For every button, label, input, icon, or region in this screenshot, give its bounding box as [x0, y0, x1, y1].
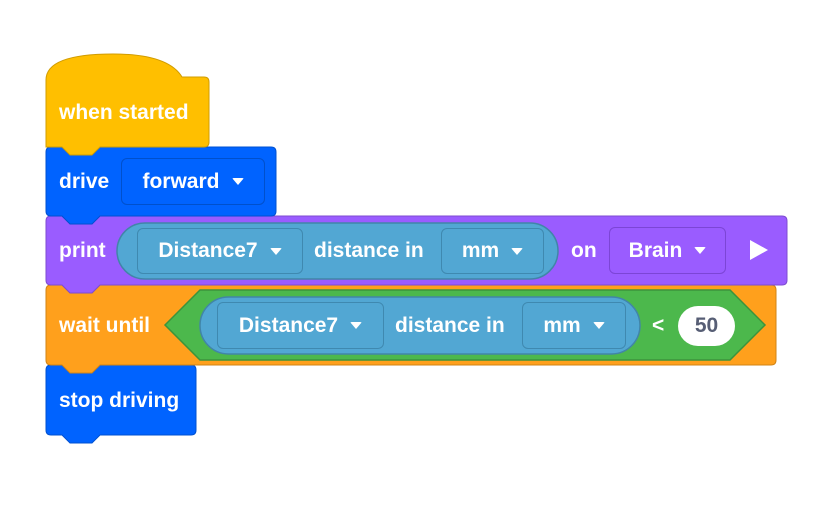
- wait-sensor-dropdown[interactable]: Distance7: [217, 302, 384, 349]
- print-on-label: on: [571, 239, 597, 262]
- comparison-value-input[interactable]: 50: [678, 306, 735, 346]
- chevron-down-icon: [269, 247, 282, 255]
- when-started-label: when started: [59, 101, 189, 124]
- print-target-dropdown[interactable]: Brain: [609, 227, 726, 274]
- stop-driving-label: stop driving: [59, 389, 180, 412]
- chevron-down-icon: [694, 247, 707, 254]
- comparison-operator: <: [652, 314, 665, 337]
- drive-direction-dropdown[interactable]: forward: [121, 158, 265, 205]
- chevron-down-icon: [231, 178, 244, 185]
- drive-direction-value: forward: [142, 169, 220, 193]
- chevron-down-icon: [511, 247, 524, 255]
- print-unit-value: mm: [461, 239, 500, 262]
- when-started-hat-block[interactable]: [45, 53, 210, 156]
- print-sensor-value: Distance7: [158, 239, 258, 262]
- wait-reporter-text: distance in: [395, 314, 505, 337]
- print-sensor-dropdown[interactable]: Distance7: [137, 228, 303, 274]
- wait-unit-dropdown[interactable]: mm: [522, 302, 626, 349]
- wait-sensor-value: Distance7: [238, 313, 339, 337]
- chevron-down-icon: [592, 322, 605, 329]
- print-label: print: [59, 239, 106, 262]
- play-triangle-icon[interactable]: [750, 240, 768, 260]
- print-reporter-text: distance in: [314, 239, 424, 262]
- wait-until-label: wait until: [59, 314, 150, 337]
- print-target-value: Brain: [628, 238, 683, 262]
- print-unit-dropdown[interactable]: mm: [441, 228, 544, 274]
- drive-label: drive: [59, 170, 110, 193]
- chevron-down-icon: [350, 322, 363, 329]
- wait-unit-value: mm: [543, 313, 581, 337]
